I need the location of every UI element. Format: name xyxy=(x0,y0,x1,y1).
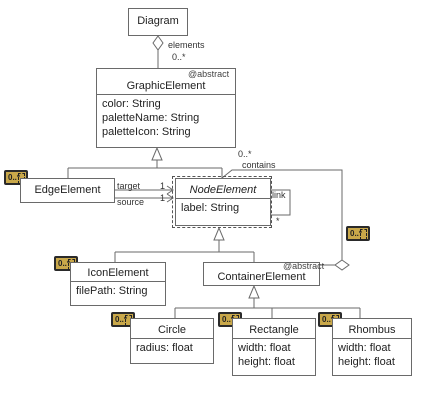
target-arrowhead xyxy=(166,185,174,195)
attribute-list: width: float height: float xyxy=(233,338,315,371)
graphic-generalization-arrow xyxy=(151,146,163,161)
node-selection-outline xyxy=(172,176,272,228)
attribute-list: width: float height: float xyxy=(333,338,411,371)
class-graphic-element[interactable]: GraphicElement color: String paletteName… xyxy=(96,68,236,148)
class-diagram-box[interactable]: Diagram xyxy=(128,8,188,36)
class-rectangle[interactable]: Rectangle width: float height: float xyxy=(232,318,316,376)
attribute: label: String xyxy=(181,202,240,214)
source-arrowhead xyxy=(166,193,174,203)
source-multiplicity: 1 xyxy=(160,193,166,203)
class-container-element[interactable]: ContainerElement xyxy=(203,262,320,286)
container-tag: 0..* xyxy=(346,226,370,241)
target-role-label: target xyxy=(117,181,141,191)
class-name: ContainerElement xyxy=(217,271,306,283)
abstract-stereotype: @abstract xyxy=(188,69,230,79)
contains-diamond xyxy=(334,259,350,271)
abstract-stereotype: @abstract xyxy=(283,261,325,271)
attribute-list: label: String xyxy=(176,198,270,217)
attribute: width: float xyxy=(238,342,291,354)
node-generalization-arrow xyxy=(213,226,225,241)
link-multiplicity: * xyxy=(276,216,280,226)
attribute-list: radius: float xyxy=(131,338,213,357)
link-role-label: link xyxy=(272,190,286,200)
attribute: paletteIcon: String xyxy=(102,126,191,138)
class-name: Rectangle xyxy=(249,324,299,336)
class-node-element[interactable]: NodeElement label: String xyxy=(175,178,271,226)
attribute: height: float xyxy=(238,356,295,368)
composition-diamond xyxy=(152,35,164,51)
attribute-list: filePath: String xyxy=(71,281,165,300)
elements-multiplicity: 0..* xyxy=(172,52,186,62)
attribute: radius: float xyxy=(136,342,193,354)
class-icon-element[interactable]: IconElement filePath: String xyxy=(70,262,166,306)
class-circle[interactable]: Circle radius: float xyxy=(130,318,214,364)
contains-association xyxy=(221,169,343,260)
class-name: GraphicElement xyxy=(126,80,206,92)
attribute: paletteName: String xyxy=(102,112,200,124)
elements-role-label: elements xyxy=(168,40,205,50)
attribute-list: color: String paletteName: String palett… xyxy=(97,94,235,141)
class-name: Diagram xyxy=(137,15,179,27)
contains-role-label: contains xyxy=(242,160,276,170)
class-name: Circle xyxy=(157,324,187,336)
contains-multiplicity: 0..* xyxy=(238,149,252,159)
attribute: height: float xyxy=(338,356,395,368)
link-association xyxy=(271,189,291,216)
class-name: IconElement xyxy=(87,267,149,279)
class-name: Rhombus xyxy=(348,324,396,336)
class-rhombus[interactable]: Rhombus width: float height: float xyxy=(332,318,412,376)
source-role-label: source xyxy=(117,197,145,207)
class-edge-element[interactable]: EdgeElement xyxy=(20,178,115,203)
attribute: width: float xyxy=(338,342,391,354)
circle-tag: 0..* xyxy=(111,312,135,327)
attribute: filePath: String xyxy=(76,285,148,297)
attribute: color: String xyxy=(102,98,161,110)
class-name: EdgeElement xyxy=(34,184,101,196)
target-multiplicity: 1 xyxy=(160,181,166,191)
class-name: NodeElement xyxy=(189,184,257,196)
container-generalization-arrow xyxy=(248,284,260,299)
